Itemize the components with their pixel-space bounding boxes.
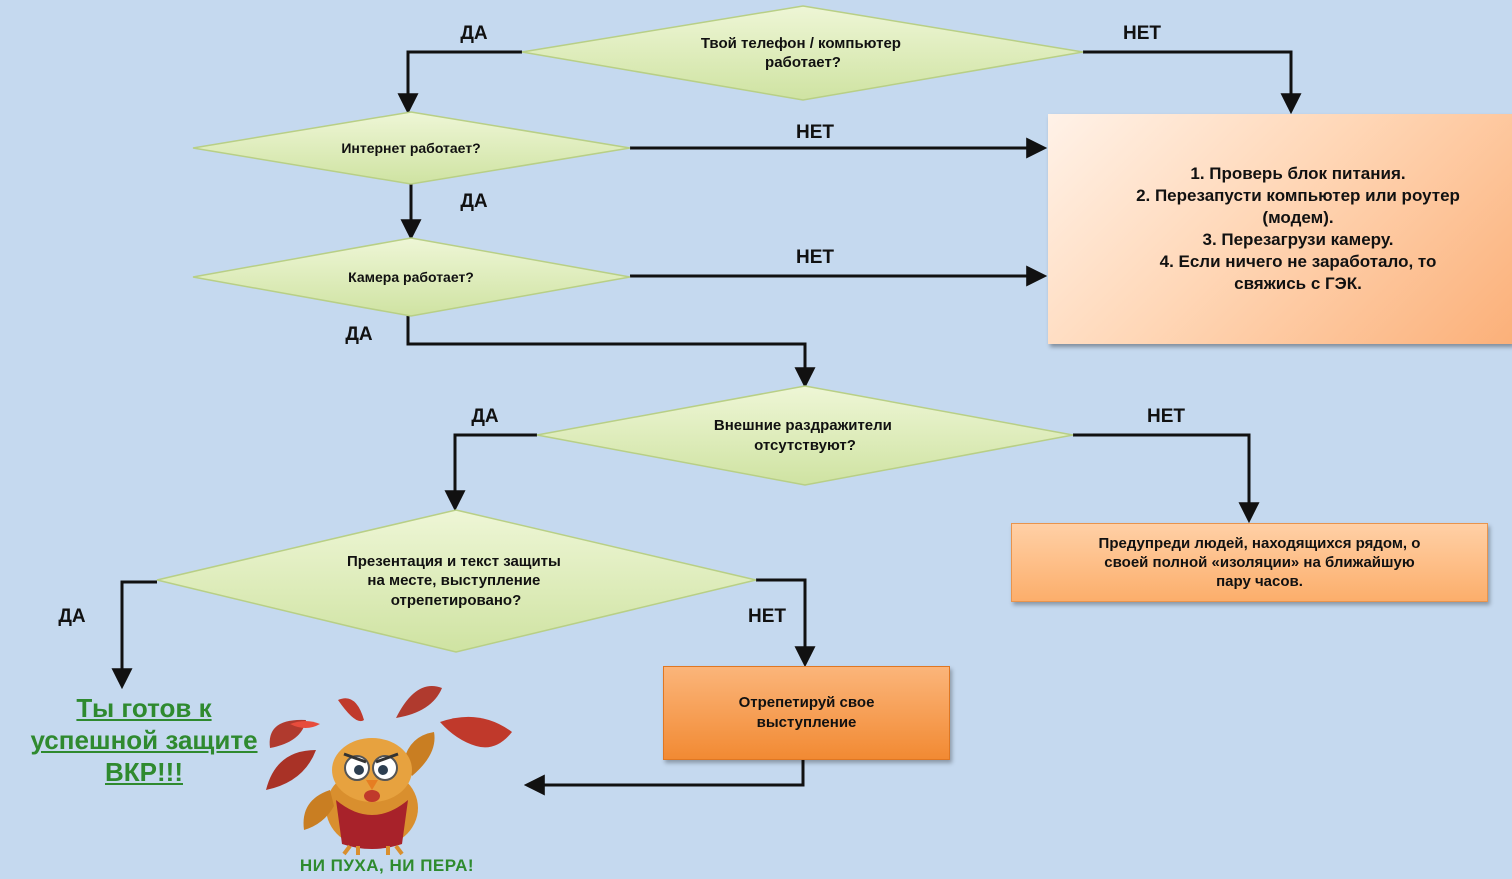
owl-mascot-illustration [266,686,512,856]
troubleshoot-step-3: 3. Перезагрузи камеру. [1202,230,1394,249]
rehearse-box: Отрепетируй свое выступление [663,666,950,760]
troubleshoot-step-2-cont: (модем). [1262,208,1334,227]
label-device-no: НЕТ [1123,23,1161,44]
label-device-yes: ДА [460,23,488,44]
arrow-device-no [1083,50,1302,115]
arrow-camera-yes [406,316,816,389]
decision-internet: Интернет работает? [192,111,631,185]
feather-1 [338,698,364,722]
arrow-presentation-no [756,578,816,668]
arrow-distractions-no [1073,433,1260,524]
ready-line-3: ВКР!!! [105,757,183,787]
warn-people-box: Предупреди людей, находящихся рядом, о с… [1011,523,1488,602]
good-luck-caption: НИ ПУХА, НИ ПЕРА! [299,856,475,875]
label-presentation-no: НЕТ [748,606,786,627]
label-internet-no: НЕТ [796,122,834,143]
feather-5 [266,750,316,790]
decision-distractions-text: Внешние раздражители отсутствуют? [714,417,896,454]
decision-camera-text: Камера работает? [348,269,474,285]
decision-device-text: Твой телефон / компьютер работает? [701,35,905,71]
warn-line-3: пару часов. [1216,573,1303,590]
decision-internet-text: Интернет работает? [341,140,480,156]
ready-line-2: успешной защите [30,725,258,755]
rehearse-line-1: Отрепетируй свое [738,694,875,711]
decision-presentation-text: Презентация и текст защиты на месте, выс… [347,553,565,609]
arrow-device-yes [397,50,522,115]
decision-presentation: Презентация и текст защиты на месте, выс… [156,509,757,653]
label-internet-yes: ДА [460,191,488,212]
feather-4 [269,719,306,748]
ready-message: Ты готов к успешной защите ВКР!!! [4,692,284,788]
arrow-rehearse-back [523,760,805,796]
label-presentation-yes: ДА [58,606,86,627]
troubleshoot-step-4: 4. Если ничего не заработало, то [1159,252,1437,271]
label-camera-no: НЕТ [796,247,834,268]
troubleshoot-box: 1. Проверь блок питания. 2. Перезапусти … [1048,114,1512,344]
warn-line-1: Предупреди людей, находящихся рядом, о [1098,535,1421,552]
connectors [111,50,1302,796]
troubleshoot-step-4-cont: свяжись с ГЭК. [1234,274,1362,293]
label-distractions-yes: ДА [471,406,499,427]
troubleshoot-step-2: 2. Перезапусти компьютер или роутер [1136,186,1460,205]
ready-line-1: Ты готов к [76,693,212,723]
arrow-distractions-yes [444,433,537,512]
decision-device: Твой телефон / компьютер работает? [521,5,1084,101]
decision-camera: Камера работает? [192,237,631,317]
label-distractions-no: НЕТ [1147,406,1185,427]
troubleshoot-step-1: 1. Проверь блок питания. [1190,164,1406,183]
feather-3 [440,716,512,748]
decision-distractions: Внешние раздражители отсутствуют? [536,385,1074,486]
label-camera-yes: ДА [345,324,373,345]
feather-6 [290,721,320,728]
arrow-presentation-yes [111,580,157,690]
feather-2 [396,686,442,718]
warn-line-2: своей полной «изоляции» на ближайшую [1104,554,1415,571]
branch-labels: ДА НЕТ НЕТ ДА НЕТ ДА ДА НЕТ ДА НЕТ [58,23,1185,627]
rehearse-line-2: выступление [756,714,857,731]
